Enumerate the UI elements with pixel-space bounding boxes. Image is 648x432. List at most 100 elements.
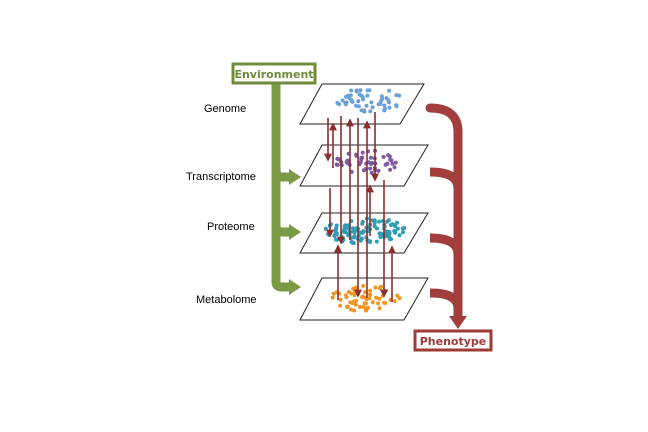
transcriptome-dot: [360, 150, 365, 155]
proteome-dot: [335, 237, 339, 242]
metabolome-dot: [397, 296, 402, 301]
metabolome-dot: [331, 291, 336, 296]
metabolome-dot: [352, 293, 357, 298]
transcriptome-dot: [388, 157, 393, 162]
genome-dot: [365, 93, 370, 98]
metabolome-dot: [361, 304, 366, 309]
proteome-dot: [361, 229, 366, 234]
plane-transcriptome: [299, 144, 429, 187]
transcriptome-dot: [388, 167, 393, 172]
phenotype-bracket: [425, 103, 467, 329]
proteome-dot: [343, 223, 348, 228]
phenotype-arrowhead: [449, 316, 467, 329]
metabolome-dot: [373, 285, 378, 290]
metabolome-dot: [343, 293, 348, 298]
genome-dot: [349, 88, 354, 93]
transcriptome-dot: [344, 159, 349, 164]
proteome-dot: [360, 221, 365, 226]
proteome-dot: [397, 233, 402, 238]
phenotype-bracket-spine: [425, 103, 463, 323]
proteome-dot: [386, 234, 391, 239]
layer-label-proteome: Proteome: [207, 221, 255, 233]
proteome-dot: [351, 229, 356, 234]
metabolome-dot: [349, 307, 353, 312]
genome-dot: [361, 97, 365, 102]
proteome-dot: [377, 231, 382, 236]
proteome-dot: [375, 226, 379, 231]
metabolome-dot: [374, 295, 379, 300]
metabolome-dot: [345, 305, 349, 309]
metabolome-dot: [350, 301, 355, 305]
transcriptome-dot: [369, 170, 374, 175]
transcriptome-dot: [385, 161, 390, 166]
layer-label-transcriptome: Transcriptome: [186, 171, 256, 183]
transcriptome-dot: [376, 168, 381, 173]
interaction-arrows: [324, 112, 396, 302]
transcriptome-dot: [381, 154, 386, 159]
layer-label-metabolome: Metabolome: [196, 294, 257, 306]
environment-branch-transcriptome: [271, 169, 291, 182]
genome-dot: [356, 99, 361, 104]
environment-arrowhead-metabolome: [289, 279, 301, 295]
transcriptome-dot: [369, 155, 373, 160]
genome-dot: [376, 102, 381, 107]
genome-dot: [387, 105, 392, 110]
genome-dot: [344, 100, 349, 105]
genome-dot: [364, 103, 369, 108]
metabolome-dot: [366, 305, 370, 310]
genome-dot: [368, 109, 373, 114]
layer-label-genome: Genome: [204, 103, 246, 115]
transcriptome-dot: [334, 162, 339, 167]
genome-dot: [369, 100, 374, 105]
environment-branch-proteome: [271, 224, 291, 237]
metabolome-dot: [377, 286, 382, 291]
proteome-dot: [350, 226, 355, 231]
transcriptome-dot: [393, 160, 398, 165]
genome-dot: [346, 93, 351, 98]
proteome-dot: [377, 219, 381, 224]
proteome-dot: [332, 233, 337, 238]
metabolome-dot: [368, 292, 372, 297]
proteome-dot: [323, 226, 328, 231]
proteome-dot: [400, 226, 405, 231]
genome-dot: [362, 109, 367, 114]
genome-dot: [358, 88, 363, 93]
phenotype-branch-metabolome: [429, 288, 463, 309]
transcriptome-dot: [370, 160, 374, 165]
proteome-dot: [351, 235, 356, 240]
genome-dot: [354, 88, 359, 93]
genome-dot: [349, 99, 354, 104]
metabolome-dot: [368, 288, 373, 293]
phenotype-branch-transcriptome: [429, 167, 463, 189]
dots-genome: [335, 88, 402, 114]
proteome-dot: [385, 219, 390, 224]
transcriptome-dot: [368, 166, 373, 171]
genome-dot: [379, 98, 384, 103]
proteome-dot: [395, 226, 400, 231]
environment-bracket: [271, 77, 301, 295]
transcriptome-dot: [386, 153, 391, 158]
metabolome-dot: [338, 303, 343, 308]
proteome-dot: [334, 223, 339, 228]
metabolome-dot: [377, 306, 382, 311]
proteome-dot: [393, 230, 398, 235]
proteome-dot: [401, 230, 405, 235]
proteome-dot: [346, 233, 351, 238]
genome-dot: [356, 104, 361, 109]
metabolome-dot: [361, 283, 366, 288]
environment-arrowhead-transcriptome: [289, 169, 301, 185]
proteome-dot: [374, 239, 379, 244]
proteome-dot: [341, 237, 346, 242]
environment-label: Environment: [234, 68, 313, 81]
metabolome-dot: [362, 301, 367, 306]
metabolome-dot: [376, 301, 381, 306]
genome-dot: [370, 105, 375, 110]
plane-genome: [299, 83, 425, 125]
genome-dot: [365, 88, 370, 93]
genome-dot: [335, 101, 340, 105]
metabolome-dot: [338, 297, 343, 302]
metabolome-dot: [363, 290, 368, 295]
proteome-dot: [378, 235, 383, 239]
genome-dot: [394, 104, 399, 109]
